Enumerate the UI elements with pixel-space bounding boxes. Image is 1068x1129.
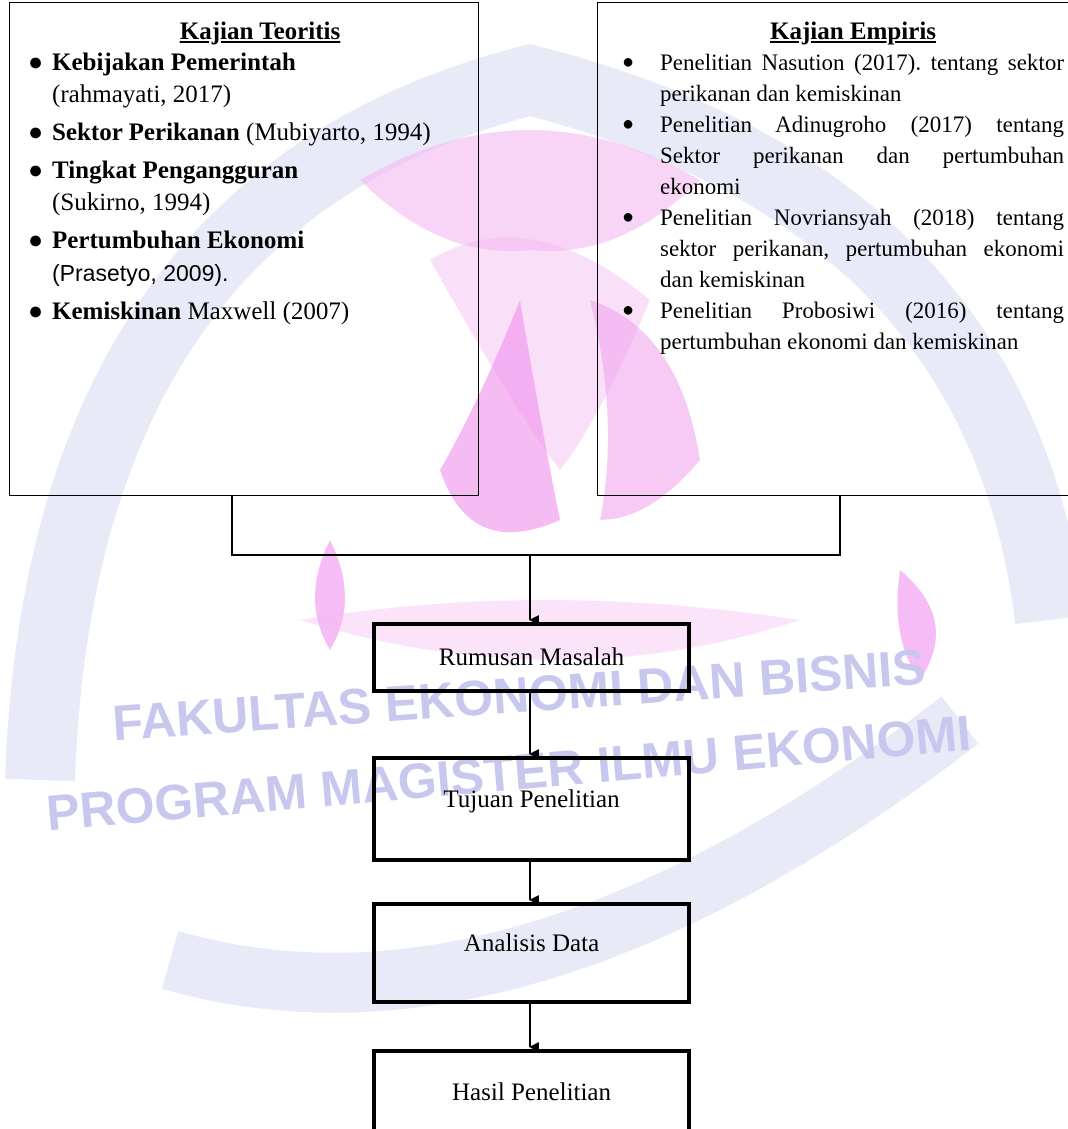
empiris-item: ●Penelitian Novriansyah (2018) tentang s… [622,202,1064,295]
rumusan-masalah-box: Rumusan Masalah [372,622,691,693]
kajian-teoritis-title: Kajian Teoritis [179,18,341,45]
bullet-icon: ● [622,299,635,321]
bullet-icon: ● [28,298,44,325]
bullet-icon: ● [622,51,635,73]
bullet-icon: ● [28,157,44,184]
kajian-empiris-box: Kajian Empiris ●Penelitian Nasution (201… [597,2,1068,496]
hasil-penelitian-box: Hasil Penelitian [372,1049,691,1129]
bullet-icon: ● [28,49,44,76]
teori-item: ●Kemiskinan Maxwell (2007) [28,296,462,328]
teori-item: ●Kebijakan Pemerintah(rahmayati, 2017) [28,49,296,108]
bullet-icon: ● [622,206,635,228]
kajian-empiris-list: ●Penelitian Nasution (2017). tentang sek… [622,47,1064,357]
empiris-item: ●Penelitian Probosiwi (2016) tentang per… [622,295,1064,357]
analisis-data-box: Analisis Data [372,902,691,1004]
empiris-item: ●Penelitian Nasution (2017). tentang sek… [622,47,1064,109]
kajian-teoritis-list: ●Kebijakan Pemerintah(rahmayati, 2017) ●… [28,47,462,328]
teori-item: ●Tingkat Pengangguran(Sukirno, 1994) [28,157,299,216]
kajian-empiris-title: Kajian Empiris [770,18,936,45]
teori-item: ●Pertumbuhan Ekonomi(Prasetyo, 2009). [28,227,305,286]
bullet-icon: ● [28,119,44,146]
kajian-teoritis-box: Kajian Teoritis ●Kebijakan Pemerintah(ra… [9,2,479,496]
merge-connector [231,496,841,556]
bullet-icon: ● [622,113,635,135]
teori-item: ●Sektor Perikanan (Mubiyarto, 1994) [28,117,462,149]
tujuan-penelitian-box: Tujuan Penelitian [372,756,691,862]
empiris-item: ●Penelitian Adinugroho (2017) tentang Se… [622,109,1064,202]
bullet-icon: ● [28,227,44,254]
